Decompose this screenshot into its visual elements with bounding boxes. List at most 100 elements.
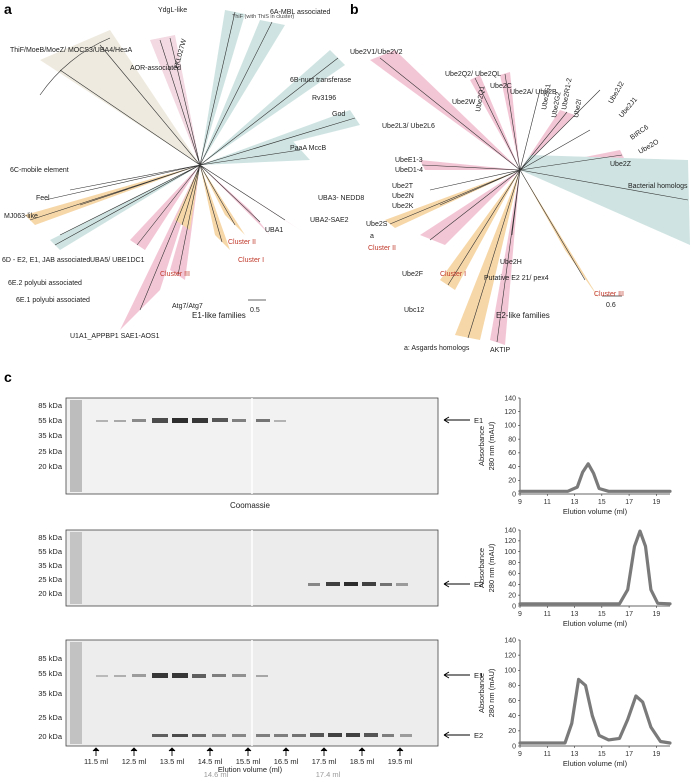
fraction-label: 19.5 ml [388,757,413,766]
band-label-e2: E2 [474,580,483,589]
y-tick-label: 40 [508,582,516,589]
clade-label: U1A1_APPBP1 SAE1-AOS1 [70,333,160,340]
clade-label: God [332,111,345,118]
kda-label: 85 kDa [38,654,63,663]
clade-label: Cluster II [228,239,256,246]
x-tick-label: 11 [544,611,551,618]
y-tick-label: 140 [504,395,516,402]
clade-label: Ube2F [402,271,423,278]
clade-label: AOR-associated [130,65,181,72]
x-tick-label: 15 [598,611,606,618]
clade-label: Ube2I [573,99,583,119]
y-axis-label: Absorbance [477,426,486,466]
clade-label: Ube2O [638,138,661,155]
clade-label: AKTIP [490,347,511,354]
clade-label: PaaA MccB [290,145,327,152]
kda-label: 35 kDa [38,561,63,570]
clade-label: Ube2R1-2 [561,78,573,111]
clade-label: Ube2J1 [618,96,639,119]
clade-label: UBA3- NEDD8 [318,195,364,202]
clade-label: Ube2A/ Ube2B [510,89,557,96]
fraction-label: 18.5 ml [350,757,375,766]
marker-volume: 17.4 ml [316,770,341,778]
elution-axis-label: Elution volume (ml) [218,765,283,774]
panel-c: c 85 kDa 55 kDa 35 kDa 25 kDa 20 k [4,369,672,778]
y-tick-label: 120 [504,538,516,545]
stain-label: Coomassie [230,501,271,510]
clade-label: ThiF/MoeB/MoeZ/ MOCS3/UBA4/HesA [10,47,132,54]
x-axis-label: Elution volume (ml) [563,619,628,628]
clade-label: Bacterial homologs [628,183,688,190]
y-tick-label: 100 [504,668,516,675]
x-tick-label: 9 [518,499,522,506]
band-label-e1: E1 [474,671,483,680]
clade-label: 6A-MBL associated [270,9,331,16]
kda-label: 25 kDa [38,713,63,722]
kda-label: 35 kDa [38,689,63,698]
y-axis-label: 280 nm (mAU) [487,668,496,717]
fraction-label: 16.5 ml [274,757,299,766]
clade-label: Ube2W [452,99,476,106]
x-tick-label: 19 [652,751,660,758]
clade-label: Cluster I [440,271,466,278]
clade-label: Ube2G2 [551,91,562,118]
clade-label: Ube2L3/ Ube2L6 [382,123,435,130]
panel-a-letter: a [4,1,12,17]
clade-label: Atg7/Atg7 [172,303,203,310]
clade-label: Ube2H [500,259,522,266]
x-tick-label: 11 [544,499,551,506]
clade-label: Ubc12 [404,307,424,314]
clade-label: Ube2J2 [608,81,626,105]
clade-label: Putative E2 21/ pex4 [484,275,549,282]
y-tick-label: 60 [508,450,516,457]
band-label-e1: E1 [474,416,483,425]
clade-label: Ube2Q1 [475,85,486,112]
y-tick-label: 60 [508,698,516,705]
fraction-label: 15.5 ml [236,757,261,766]
y-tick-label: 80 [508,436,516,443]
clade-label: 6B-nuct transferase [290,77,351,84]
clade-label: Ube2K [392,203,414,210]
kda-label: 55 kDa [38,669,63,678]
series-line [518,529,672,606]
fraction-label: 11.5 ml [84,757,108,766]
kda-label: 20 kDa [38,732,63,741]
clade-label: Cluster I [238,257,264,264]
x-tick-label: 13 [571,751,579,758]
clade-label: UbeE1-3 [395,157,423,164]
kda-label: 85 kDa [38,533,63,542]
kda-label: 55 kDa [38,416,63,425]
clade-label: 6C-mobile element [10,167,69,174]
clade-label: Ube2Q2/ Ube2QL [445,71,501,78]
clade-label: 6D - E2, E1, JAB associated [2,257,90,264]
kda-label: 20 kDa [38,462,63,471]
clade-label: 6E.1 polyubi associated [16,297,90,304]
x-tick-label: 17 [625,499,633,506]
kda-label: 85 kDa [38,401,63,410]
fraction-label: 14.5 ml [198,757,223,766]
x-tick-label: 17 [625,611,633,618]
clade-label: Rv3196 [312,95,336,102]
y-tick-label: 20 [508,478,516,485]
clade-label: UBA5/ UBE1DC1 [90,257,145,264]
x-tick-label: 13 [571,611,579,618]
x-axis-label: Elution volume (ml) [563,759,628,768]
clade-label: Cluster III [160,271,190,278]
y-tick-label: 80 [508,560,516,567]
clade-label: Ube2S [366,221,388,228]
y-tick-label: 140 [504,637,516,644]
clade-label: UbeD1-4 [395,167,423,174]
panel-a: a 0.5 E1-like families YdgL-like YKL027W… [2,1,364,340]
x-tick-label: 9 [518,611,522,618]
panel-b-letter: b [350,1,359,17]
clade-label: UBA1 [265,227,283,234]
x-tick-label: 13 [571,499,579,506]
clade-label: Ube2C [490,83,512,90]
y-tick-label: 20 [508,728,516,735]
fraction-label: 17.5 ml [312,757,337,766]
x-tick-label: 19 [652,611,660,618]
x-tick-label: 17 [625,751,633,758]
